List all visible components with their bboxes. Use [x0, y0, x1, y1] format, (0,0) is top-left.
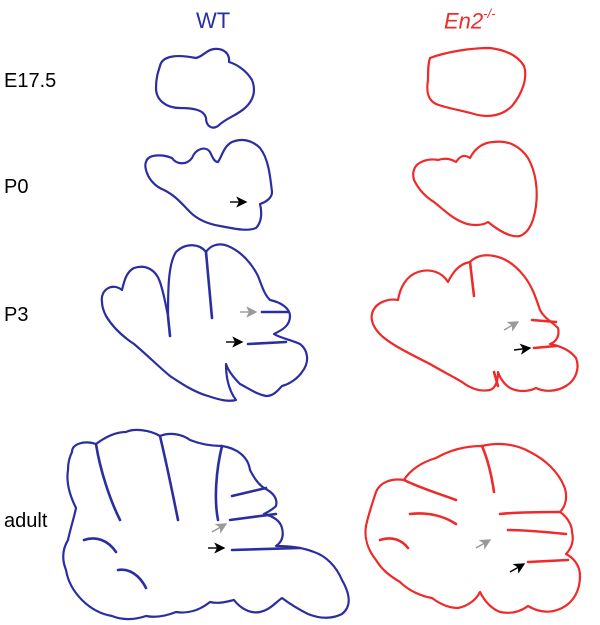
mutant-p3-outline: [370, 254, 579, 393]
wt-adult-fissure-5: [228, 512, 278, 522]
wt-adult-fissure-6: [230, 546, 302, 552]
row-label-adult: adult: [4, 510, 48, 532]
mutant-adult-black-arrow: [509, 563, 526, 574]
mutant-adult-fissure-7: [378, 537, 410, 550]
wt-column-title: WT: [196, 8, 230, 34]
row-label-e17-5: E17.5: [4, 70, 57, 92]
mutant-adult-fissure-3: [408, 512, 458, 526]
wt-label: WT: [196, 8, 231, 33]
mutant-adult-fissure-5: [506, 528, 568, 536]
wt-e17-5-outline: [154, 47, 256, 129]
mutant-genotype-superscript: -/-: [483, 6, 496, 21]
mutant-p3-fissure-4: [492, 370, 500, 388]
mutant-adult-fissure-6: [526, 558, 570, 564]
wt-adult-fissure-7: [82, 537, 118, 554]
wt-p3-fissure-4: [246, 340, 288, 346]
mutant-p3-black-arrow: [513, 343, 532, 355]
mutant-e17-5-outline: [426, 46, 527, 117]
wt-p3-fissure-1: [166, 314, 172, 338]
row-label-p0: P0: [4, 176, 29, 198]
mutant-p3-fissure-1: [468, 260, 476, 298]
mutant-p3-fissure-3: [532, 344, 558, 350]
mutant-p3-gray-arrow: [503, 321, 520, 332]
mutant-adult-outline: [364, 442, 582, 614]
mutant-p3-fissure-2: [530, 318, 558, 324]
wt-p3-outline: [100, 243, 309, 402]
wt-adult-outline: [62, 428, 350, 621]
mutant-adult-gray-arrow: [475, 539, 492, 550]
mutant-adult-fissure-1: [402, 478, 458, 502]
row-label-p3: P3: [4, 304, 29, 326]
mutant-adult-fissure-2: [480, 444, 496, 494]
mutant-column-title: En2-/-: [444, 6, 496, 34]
wt-adult-fissure-1: [94, 442, 122, 522]
wt-adult-fissure-4: [230, 486, 268, 498]
wt-adult-fissure-3: [214, 444, 224, 522]
wt-p0-outline: [144, 138, 274, 231]
mutant-label: En2: [444, 8, 484, 34]
wt-adult-gray-arrow: [211, 523, 228, 534]
mutant-adult-fissure-4: [498, 510, 562, 516]
wt-p3-fissure-2: [204, 250, 214, 320]
mutant-p0-outline: [412, 140, 538, 238]
wt-adult-fissure-8: [116, 568, 148, 590]
wt-adult-fissure-2: [158, 434, 180, 522]
